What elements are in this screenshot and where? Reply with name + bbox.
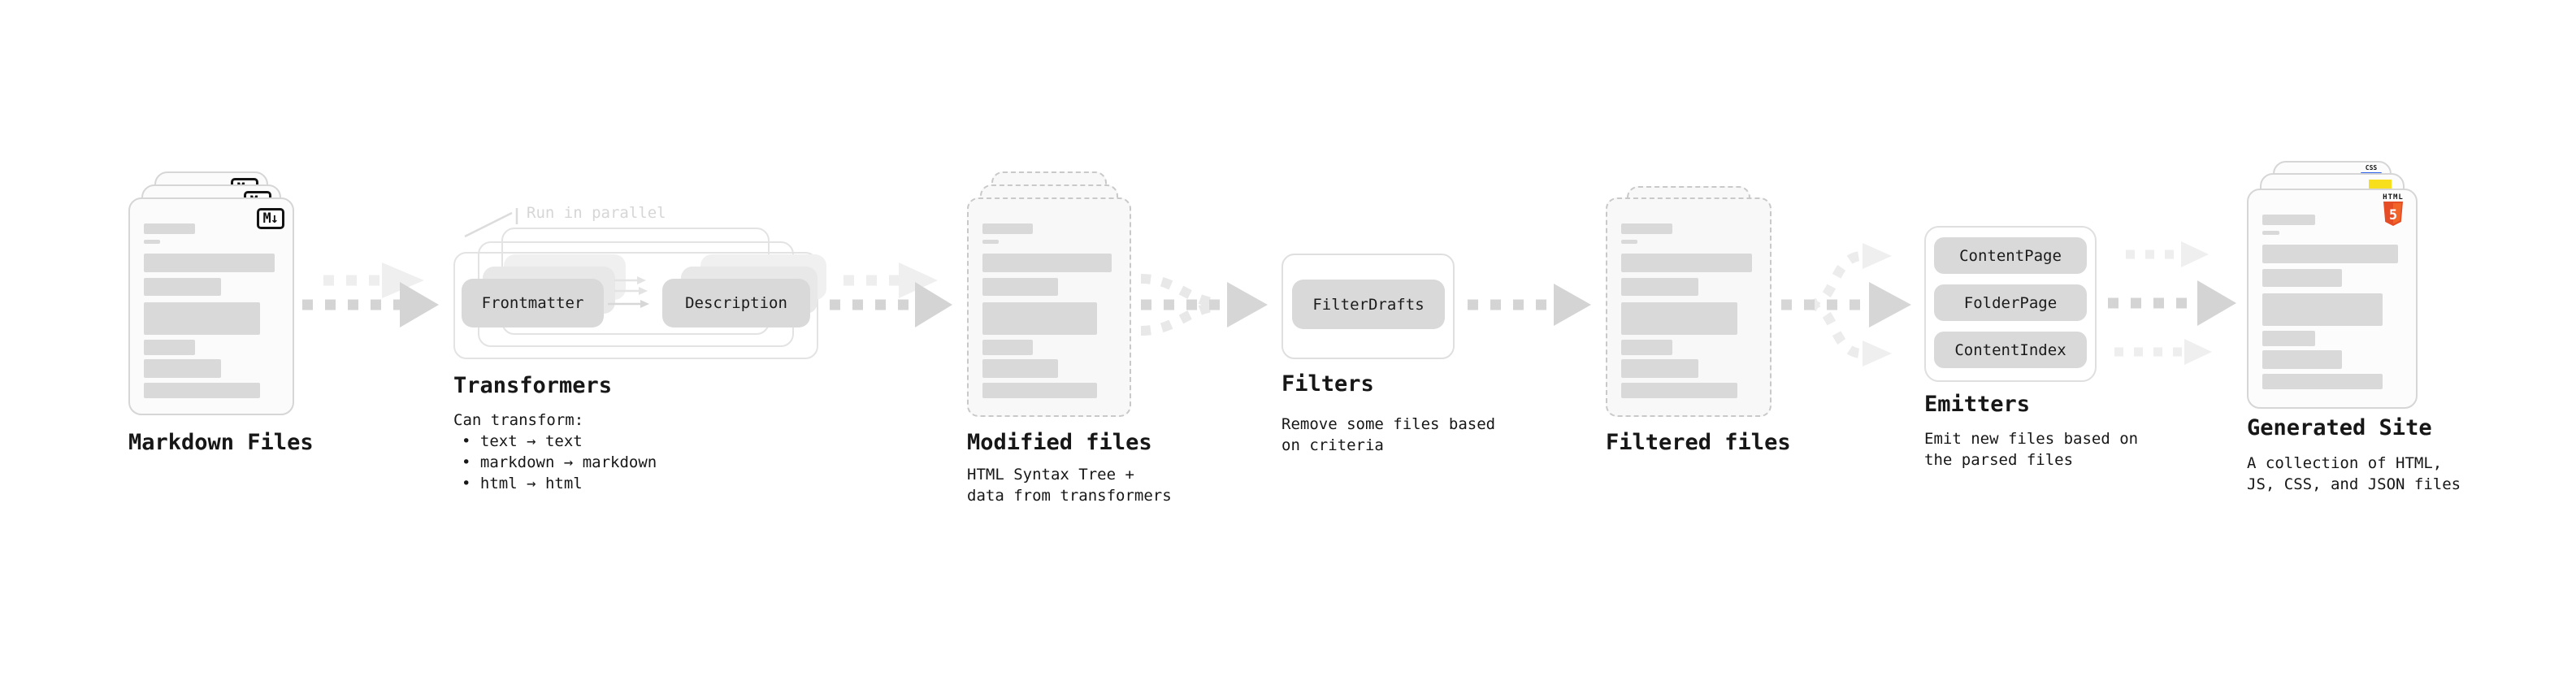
html5-badge-text: HTML [2383, 193, 2404, 202]
modified-files-description: HTML Syntax Tree + data from transformer… [967, 464, 1172, 506]
placeholder-bar [2262, 231, 2279, 235]
placeholder-bar [982, 302, 1098, 335]
placeholder-bar [982, 278, 1059, 296]
generated-site-description: A collection of HTML, JS, CSS, and JSON … [2247, 453, 2461, 495]
arrow-emitters-to-generated [2106, 238, 2243, 371]
modified-files-label: Modified files [967, 430, 1152, 455]
description-pill: Description [662, 279, 810, 327]
run-in-parallel-annotation: Run in parallel [527, 204, 666, 222]
folderpage-pill: FolderPage [1934, 284, 2087, 321]
placeholder-bar [144, 254, 275, 272]
html5-icon: HTML 5 [2380, 193, 2406, 226]
filters-description-line: Remove some files based [1281, 415, 1496, 433]
placeholder-bar [1621, 340, 1673, 355]
transformer-card-front [453, 252, 818, 359]
transformers-description: Can transform: • text → text • markdown … [453, 410, 657, 494]
filters-label: Filters [1281, 371, 1374, 397]
doc-content-placeholder [2262, 215, 2402, 389]
transformers-bullet: • html → html [462, 475, 583, 492]
placeholder-bar [2262, 374, 2383, 389]
placeholder-bar [1621, 223, 1673, 234]
placeholder-bar [2262, 215, 2316, 225]
placeholder-bar [1621, 302, 1737, 335]
placeholder-bar [982, 340, 1034, 355]
placeholder-bar [982, 223, 1034, 234]
placeholder-bar [144, 223, 196, 234]
placeholder-bar [144, 240, 160, 244]
placeholder-bar [144, 278, 221, 296]
placeholder-bar [2262, 245, 2398, 263]
contentpage-pill: ContentPage [1934, 237, 2087, 274]
placeholder-bar [1621, 254, 1753, 272]
frontmatter-pill: Frontmatter [462, 279, 604, 327]
markdown-files-stack: M↓ M↓ M↓ [128, 171, 294, 415]
modified-file-card-front [967, 197, 1131, 417]
emitters-description: Emit new files based on the parsed files [1924, 428, 2138, 471]
placeholder-bar [144, 340, 196, 355]
modified-files-stack [967, 171, 1131, 417]
arrow-transformers-to-modified [827, 258, 959, 352]
doc-content-placeholder [1621, 223, 1756, 398]
placeholder-bar [2262, 331, 2316, 346]
transformers-label: Transformers [453, 373, 613, 398]
generated-site-description-line: A collection of HTML, [2247, 454, 2443, 472]
arrow-modified-to-filters-merge [1136, 264, 1274, 345]
placeholder-bar [144, 383, 260, 398]
placeholder-bar [1621, 240, 1637, 244]
css-badge-text: CSS [2365, 164, 2378, 171]
placeholder-bar [144, 359, 221, 378]
placeholder-bar [1621, 359, 1698, 378]
placeholder-bar [2262, 293, 2383, 326]
arrow-filtered-to-emitters-fanout [1778, 238, 1918, 371]
emitters-label: Emitters [1924, 392, 2031, 417]
generated-site-label: Generated Site [2247, 415, 2432, 440]
transformer-mini-arrows [606, 273, 655, 310]
generated-site-description-line: JS, CSS, and JSON files [2247, 475, 2461, 493]
placeholder-bar [982, 254, 1112, 272]
modified-files-description-line: data from transformers [967, 487, 1172, 505]
filtered-files-label: Filtered files [1606, 430, 1791, 455]
filterdrafts-pill: FilterDrafts [1292, 280, 1445, 329]
filters-description: Remove some files based on criteria [1281, 414, 1495, 456]
markdown-files-label: Markdown Files [128, 430, 314, 455]
modified-files-description-line: HTML Syntax Tree + [967, 466, 1134, 484]
generated-site-stack: CSS HTML 5 [2247, 161, 2418, 409]
filtered-files-stack [1606, 186, 1772, 417]
js-icon [2369, 180, 2392, 190]
markdown-icon: M↓ [256, 208, 284, 229]
html5-badge-number: 5 [2389, 207, 2397, 223]
markdown-file-card-front: M↓ [128, 197, 294, 415]
filters-description-line: on criteria [1281, 436, 1384, 454]
placeholder-bar [2262, 350, 2343, 369]
placeholder-bar [144, 302, 260, 335]
html-file-card: HTML 5 [2247, 189, 2418, 409]
emitters-description-line: the parsed files [1924, 451, 2074, 469]
doc-content-placeholder [982, 223, 1116, 398]
placeholder-bar [2262, 269, 2343, 287]
placeholder-bar [1621, 278, 1698, 296]
transformers-bullet: • markdown → markdown [462, 453, 657, 471]
contentindex-pill: ContentIndex [1934, 332, 2087, 368]
placeholder-bar [982, 240, 999, 244]
doc-content-placeholder [144, 223, 279, 398]
emitters-description-line: Emit new files based on [1924, 430, 2139, 448]
placeholder-bar [982, 359, 1059, 378]
arrow-markdown-to-transformers [301, 258, 445, 352]
transformers-bullet: • text → text [462, 432, 583, 450]
filtered-file-card-front [1606, 197, 1772, 417]
placeholder-bar [1621, 383, 1737, 398]
run-in-parallel-callout-line [460, 203, 528, 241]
transformers-description-heading: Can transform: [453, 411, 584, 429]
arrow-filters-to-filtered [1463, 280, 1597, 329]
placeholder-bar [982, 383, 1098, 398]
